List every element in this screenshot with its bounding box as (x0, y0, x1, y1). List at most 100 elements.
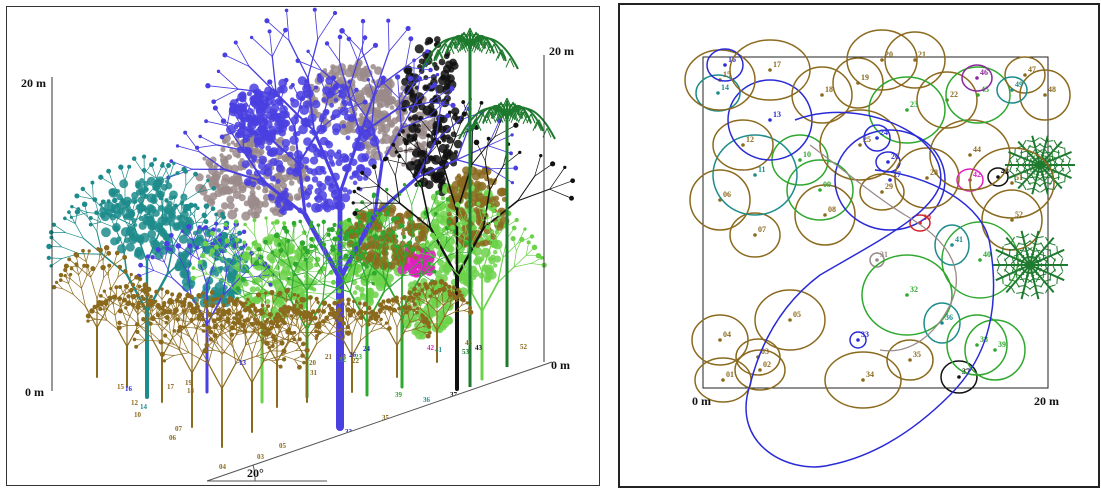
crown-label-27: 27 (893, 170, 901, 179)
stem-marker-35 (908, 358, 912, 362)
tree-label-07: 07 (175, 425, 183, 433)
stem-marker-33 (856, 338, 860, 342)
crown-label-36: 36 (945, 313, 953, 322)
tree-label-39: 39 (395, 391, 403, 399)
stem-marker-16 (723, 63, 727, 67)
crown-label-13: 13 (773, 110, 781, 119)
crown-label-03: 03 (761, 347, 769, 356)
tree-label-23: 23 (355, 353, 363, 361)
tree-label-19: 19 (185, 379, 193, 387)
crown-label-23: 23 (910, 100, 918, 109)
crown-outline-24 (863, 124, 891, 152)
crown-label-29: 29 (885, 182, 893, 191)
crown-label-52: 52 (1015, 210, 1023, 219)
stem-marker-25 (858, 143, 862, 147)
crown-label-35: 35 (913, 350, 921, 359)
crown-label-46: 46 (980, 68, 988, 77)
crown-outline-09 (786, 159, 854, 221)
crown-outline-44 (929, 119, 1011, 191)
crown-outline-33-large (745, 111, 995, 468)
stem-marker-40 (978, 258, 982, 262)
crown-label-50: 50 (1043, 155, 1051, 164)
stem-marker-23 (905, 108, 909, 112)
crown-label-14: 14 (721, 83, 729, 92)
tree-label-10: 10 (134, 411, 142, 419)
crown-outline-13 (727, 79, 813, 161)
stem-marker-26 (886, 160, 890, 164)
crown-label-51: 51 (1015, 173, 1023, 182)
tree-label-13: 13 (239, 359, 247, 367)
stem-marker-14 (716, 91, 720, 95)
right-scale-top-label: 20 m (549, 44, 574, 58)
left-scale-top-label: 20 m (21, 76, 46, 90)
crown-label-22: 22 (950, 90, 958, 99)
tree-label-24: 24 (363, 345, 371, 353)
stem-marker-11 (753, 173, 757, 177)
crown-outline-48 (1019, 69, 1071, 121)
crown-label-12: 12 (746, 135, 754, 144)
stem-marker-52 (1010, 218, 1014, 222)
map-end-label: 20 m (1034, 394, 1059, 408)
stem-marker-04 (718, 338, 722, 342)
crown-outline-25 (819, 109, 901, 181)
stem-marker-27 (888, 178, 892, 182)
crown-outline-27 (834, 129, 946, 231)
stem-marker-07 (753, 233, 757, 237)
tree-label-20: 20 (309, 359, 317, 367)
crown-outline-36 (923, 302, 961, 344)
crown-label-17: 17 (773, 60, 781, 69)
stem-marker-32 (905, 293, 909, 297)
tree-label-31: 31 (310, 369, 318, 377)
tree-label-32: 32 (339, 356, 347, 364)
stem-marker-37 (957, 375, 961, 379)
stem-marker-17 (768, 68, 772, 72)
stem-marker-38 (975, 343, 979, 347)
stem-marker-36 (940, 321, 944, 325)
tree-label-26: 26 (349, 351, 357, 359)
tree-label-52: 52 (520, 343, 528, 351)
crown-outline-32 (861, 254, 953, 336)
ground-slope-line (206, 361, 553, 482)
crown-outline-19 (832, 57, 884, 109)
stem-marker-09 (818, 188, 822, 192)
crown-label-41: 41 (955, 235, 963, 244)
crown-label-20: 20 (885, 50, 893, 59)
tree-label-12: 12 (131, 399, 139, 407)
crown-outline-12 (712, 119, 774, 171)
crown-label-42: 42 (973, 170, 981, 179)
stem-marker-29 (880, 190, 884, 194)
crown-outline-08 (794, 184, 856, 246)
crown-outline-05 (754, 289, 826, 351)
crown-outline-22 (916, 71, 978, 129)
stem-marker-45 (976, 93, 980, 97)
crown-label-11: 11 (758, 165, 766, 174)
stem-marker-41 (950, 243, 954, 247)
crown-outline-49 (996, 76, 1028, 104)
stem-marker-48 (1043, 93, 1047, 97)
tree-label-16: 16 (125, 385, 133, 393)
tree-label-21: 21 (325, 353, 333, 361)
crown-label-39: 39 (998, 340, 1006, 349)
map-origin-label: 0 m (692, 394, 711, 408)
stem-marker-47 (1023, 73, 1027, 77)
stem-marker-49 (1010, 88, 1014, 92)
tree-label-28: 28 (339, 353, 347, 361)
crown-map-drawing: 0102030405060708091011121314151617181920… (684, 29, 1075, 468)
crown-outline-38 (946, 314, 1008, 376)
right-scale-bottom-label: 0 m (551, 358, 570, 372)
crown-label-01: 01 (726, 370, 734, 379)
crown-outline-35 (886, 339, 934, 381)
stem-marker-44 (968, 153, 972, 157)
crown-label-48: 48 (1048, 85, 1056, 94)
crown-outline-46 (961, 64, 993, 92)
crown-label-07: 07 (758, 225, 766, 234)
tree-label-22: 22 (352, 357, 360, 365)
stem-marker-53 (1028, 263, 1032, 267)
crown-label-21: 21 (918, 50, 926, 59)
tree-label-35: 35 (382, 414, 390, 422)
stem-marker-39 (993, 348, 997, 352)
crown-outline-39 (964, 319, 1026, 381)
crown-label-34: 34 (866, 370, 874, 379)
stem-marker-08 (823, 213, 827, 217)
